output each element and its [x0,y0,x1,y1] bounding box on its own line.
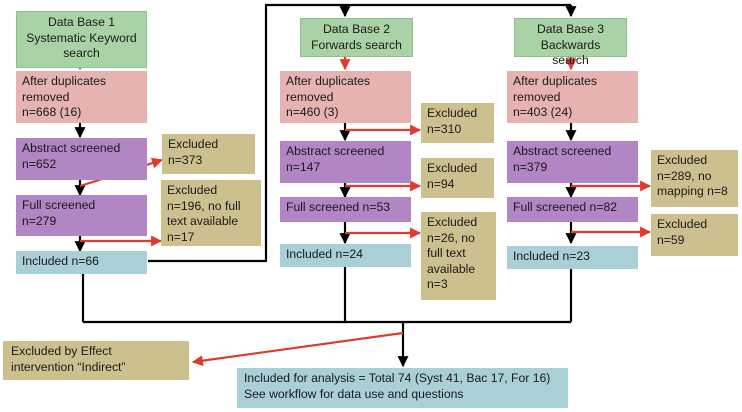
included-1: Included n=66 [16,251,147,274]
abstract-screened-2: Abstract screened n=147 [280,141,411,183]
excluded-duplicates-2: Excluded n=310 [421,103,494,143]
database-1-box: Data Base 1 Systematic Keyword search [16,11,147,68]
after-duplicates-1: After duplicates removed n=668 (16) [16,71,147,123]
excluded-full-2: Excluded n=26, no full text available n=… [421,212,496,300]
included-2: Included n=24 [280,244,411,267]
full-screened-3: Full screened n=82 [507,197,638,222]
full-screened-2: Full screened n=53 [280,197,411,222]
database-2-box: Data Base 2 Forwards search [300,18,413,57]
excluded-effect-box: Excluded by Effect intervention “Indirec… [3,341,189,380]
abstract-screened-1: Abstract screened n=652 [16,138,147,180]
final-included-box: Included for analysis = Total 74 (Syst 4… [237,368,568,408]
red-arrow-effect [191,331,404,367]
after-duplicates-3: After duplicates removed n=403 (24) [507,71,638,123]
excluded-abstract-3: Excluded n=289, no mapping n=8 [651,150,738,207]
excluded-full-3: Excluded n=59 [651,214,738,256]
excluded-abstract-2: Excluded n=94 [421,158,494,198]
abstract-screened-3: Abstract screened n=379 [507,141,638,183]
included-3: Included n=23 [507,246,638,269]
after-duplicates-2: After duplicates removed n=460 (3) [280,71,411,123]
excluded-full-1: Excluded n=196, no full text available n… [161,180,261,246]
top-connector [148,3,571,263]
database-3-box: Data Base 3 Backwards search [514,18,627,67]
excluded-abstract-1: Excluded n=373 [162,134,255,174]
full-screened-1: Full screened n=279 [16,195,147,236]
